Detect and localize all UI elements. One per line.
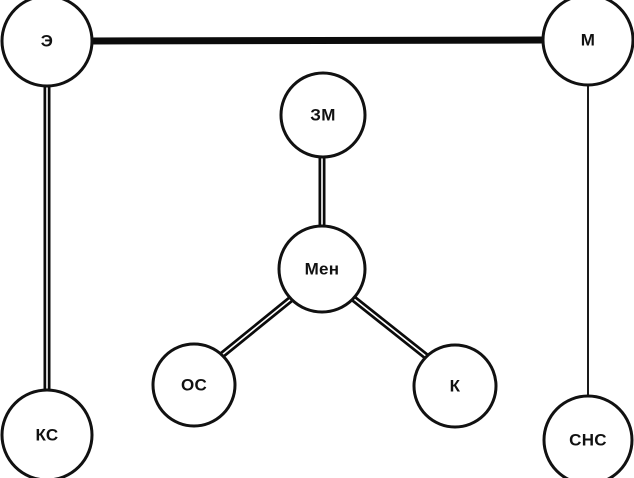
edge-layer <box>43 36 589 396</box>
edge-men-os[interactable] <box>219 296 294 358</box>
node-k-circle <box>412 343 498 429</box>
node-m-circle <box>541 0 634 87</box>
node-men[interactable]: Мен <box>277 224 367 314</box>
node-ks[interactable]: КС <box>0 388 94 478</box>
node-ks-circle <box>0 388 94 478</box>
node-e-label: Э <box>41 32 53 51</box>
node-sns[interactable]: СНС <box>542 394 634 478</box>
node-zm[interactable]: ЗМ <box>279 71 367 159</box>
node-m[interactable]: М <box>541 0 634 87</box>
edge-e-m-stroke <box>89 36 546 45</box>
edge-men-os-inner <box>221 298 292 356</box>
edge-men-k-inner <box>353 298 428 358</box>
node-ks-label: КС <box>35 426 58 445</box>
node-k[interactable]: К <box>412 343 498 429</box>
node-os-label: ОС <box>181 376 207 395</box>
edge-men-k[interactable] <box>351 296 430 360</box>
node-zm-circle <box>279 71 367 159</box>
edge-e-m[interactable] <box>89 36 546 45</box>
node-zm-label: ЗМ <box>310 106 335 125</box>
node-men-circle <box>277 224 367 314</box>
node-os-circle <box>151 342 237 428</box>
node-e-circle <box>0 0 94 88</box>
node-men-label: Мен <box>305 260 340 279</box>
node-e[interactable]: Э <box>0 0 94 88</box>
node-sns-circle <box>542 394 634 478</box>
node-sns-label: СНС <box>569 431 607 450</box>
node-k-label: К <box>450 377 461 396</box>
node-os[interactable]: ОС <box>151 342 237 428</box>
node-m-label: М <box>581 31 595 50</box>
